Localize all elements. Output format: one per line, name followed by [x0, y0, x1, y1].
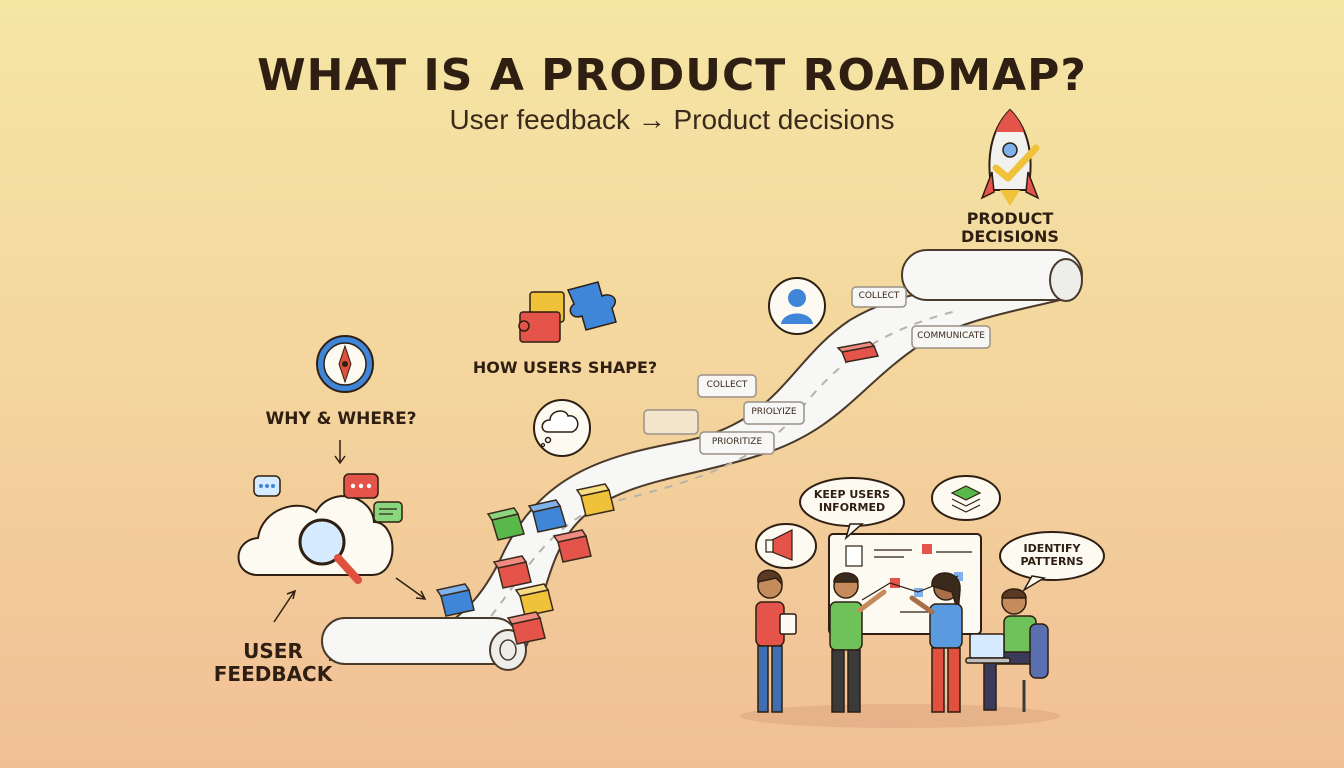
road-scroll-start	[321, 617, 527, 671]
cube-blue	[527, 499, 567, 533]
bubble-keep-users-line1: KEEP USERS	[813, 488, 891, 501]
label-user-feedback-line1: USER	[243, 639, 303, 663]
label-how-users-shape: HOW USERS SHAPE?	[472, 358, 658, 377]
label-user-feedback-line2: FEEDBACK	[213, 662, 333, 686]
cube-red	[506, 611, 546, 645]
bubble-keep-users-line2: INFORMED	[818, 500, 886, 514]
road-tag-boxes	[643, 286, 991, 455]
rocket-icon	[980, 108, 1040, 206]
feedback-cubes	[435, 341, 880, 645]
bubble-identify-patterns: IDENTIFY PATTERNS	[1006, 542, 1098, 568]
layers-bubble	[931, 475, 1001, 521]
cube-green	[486, 507, 525, 541]
tag-prioritize: PRIORITIZE	[711, 437, 763, 447]
label-product-decisions-line2: DECISIONS	[961, 227, 1059, 247]
tag-collect-top: COLLECT	[858, 291, 900, 301]
megaphone-bubble	[755, 523, 817, 569]
compass-icon	[316, 335, 374, 393]
cube-yellow	[514, 583, 554, 617]
bubble-keep-users-informed: KEEP USERS INFORMED	[804, 488, 900, 514]
puzzle-icon	[518, 281, 617, 343]
thought-cloud-icon	[533, 399, 591, 457]
page-title: WHAT IS A PRODUCT ROADMAP?	[257, 50, 1087, 101]
bubble-identify-line1: IDENTIFY	[1023, 542, 1081, 555]
bubble-identify-line2: PATTERNS	[1020, 554, 1084, 568]
team-member-3	[909, 572, 963, 713]
cube-yellow	[575, 483, 615, 517]
identify-bubble	[999, 531, 1105, 593]
road-scroll-end	[901, 249, 1083, 302]
chat-bubble-icon	[253, 473, 403, 523]
page-subtitle: User feedback → Product decisions	[449, 104, 895, 135]
laptop-icon	[965, 633, 1011, 664]
label-user-feedback: USER FEEDBACK	[198, 640, 348, 686]
tag-collect-mid: COLLECT	[706, 380, 748, 390]
label-product-decisions-line1: PRODUCT	[966, 209, 1054, 228]
tag-communicate: COMMUNICATE	[917, 331, 985, 341]
cube-red	[836, 341, 880, 363]
team-member-4	[965, 588, 1049, 712]
cloud-search-icon	[237, 495, 394, 584]
label-why-where: WHY & WHERE?	[265, 409, 417, 429]
cube-blue	[435, 583, 475, 617]
label-product-decisions: PRODUCT DECISIONS	[940, 209, 1080, 247]
keep-users-bubble	[799, 477, 905, 541]
user-icon	[768, 277, 826, 335]
tag-priolyize: PRIOLYIZE	[751, 407, 797, 417]
layers-icon	[950, 485, 982, 513]
flow-arrows	[273, 440, 427, 623]
team-member-1	[755, 569, 797, 713]
cube-red	[492, 555, 532, 589]
team-member-2	[829, 572, 887, 713]
cube-red	[552, 529, 592, 563]
